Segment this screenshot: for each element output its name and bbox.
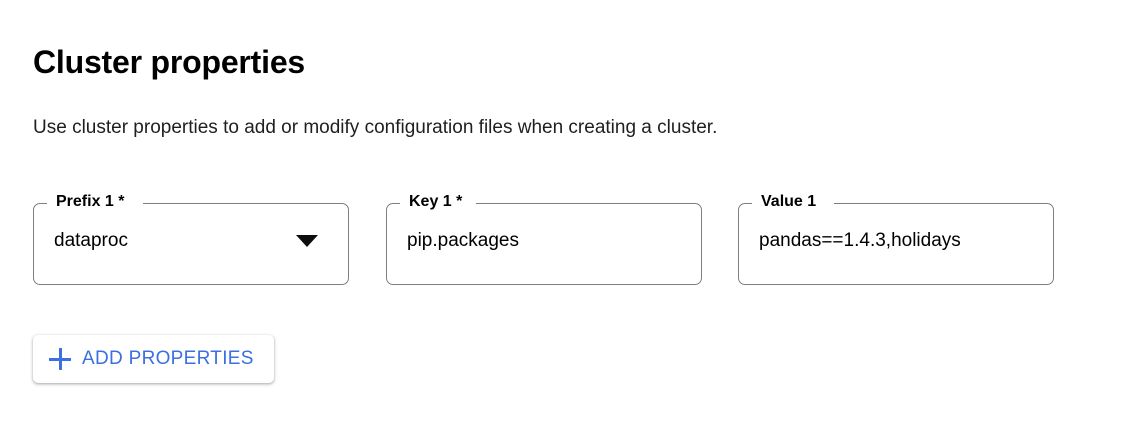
dropdown-arrow-icon[interactable] xyxy=(290,235,324,247)
key-input-control[interactable] xyxy=(387,221,701,261)
value-input[interactable] xyxy=(739,228,1053,254)
page-description: Use cluster properties to add or modify … xyxy=(33,117,718,138)
key-field-label: Key 1 * xyxy=(409,193,463,210)
prefix-field-label: Prefix 1 * xyxy=(56,193,125,210)
key-input[interactable] xyxy=(387,228,701,254)
prefix-field-group[interactable]: Prefix 1 * xyxy=(33,193,349,285)
prefix-select-control[interactable] xyxy=(34,221,348,261)
property-row: Prefix 1 * Key 1 * Value 1 xyxy=(33,193,1093,285)
page-title: Cluster properties xyxy=(33,44,306,81)
key-field-group[interactable]: Key 1 * xyxy=(386,193,702,285)
add-properties-button[interactable]: ADD PROPERTIES xyxy=(33,335,274,383)
plus-icon xyxy=(49,348,71,370)
prefix-select-value[interactable] xyxy=(34,228,290,254)
value-field-group[interactable]: Value 1 xyxy=(738,193,1054,285)
add-properties-label: ADD PROPERTIES xyxy=(82,348,254,369)
value-field-label: Value 1 xyxy=(761,193,817,210)
value-input-control[interactable] xyxy=(739,221,1053,261)
